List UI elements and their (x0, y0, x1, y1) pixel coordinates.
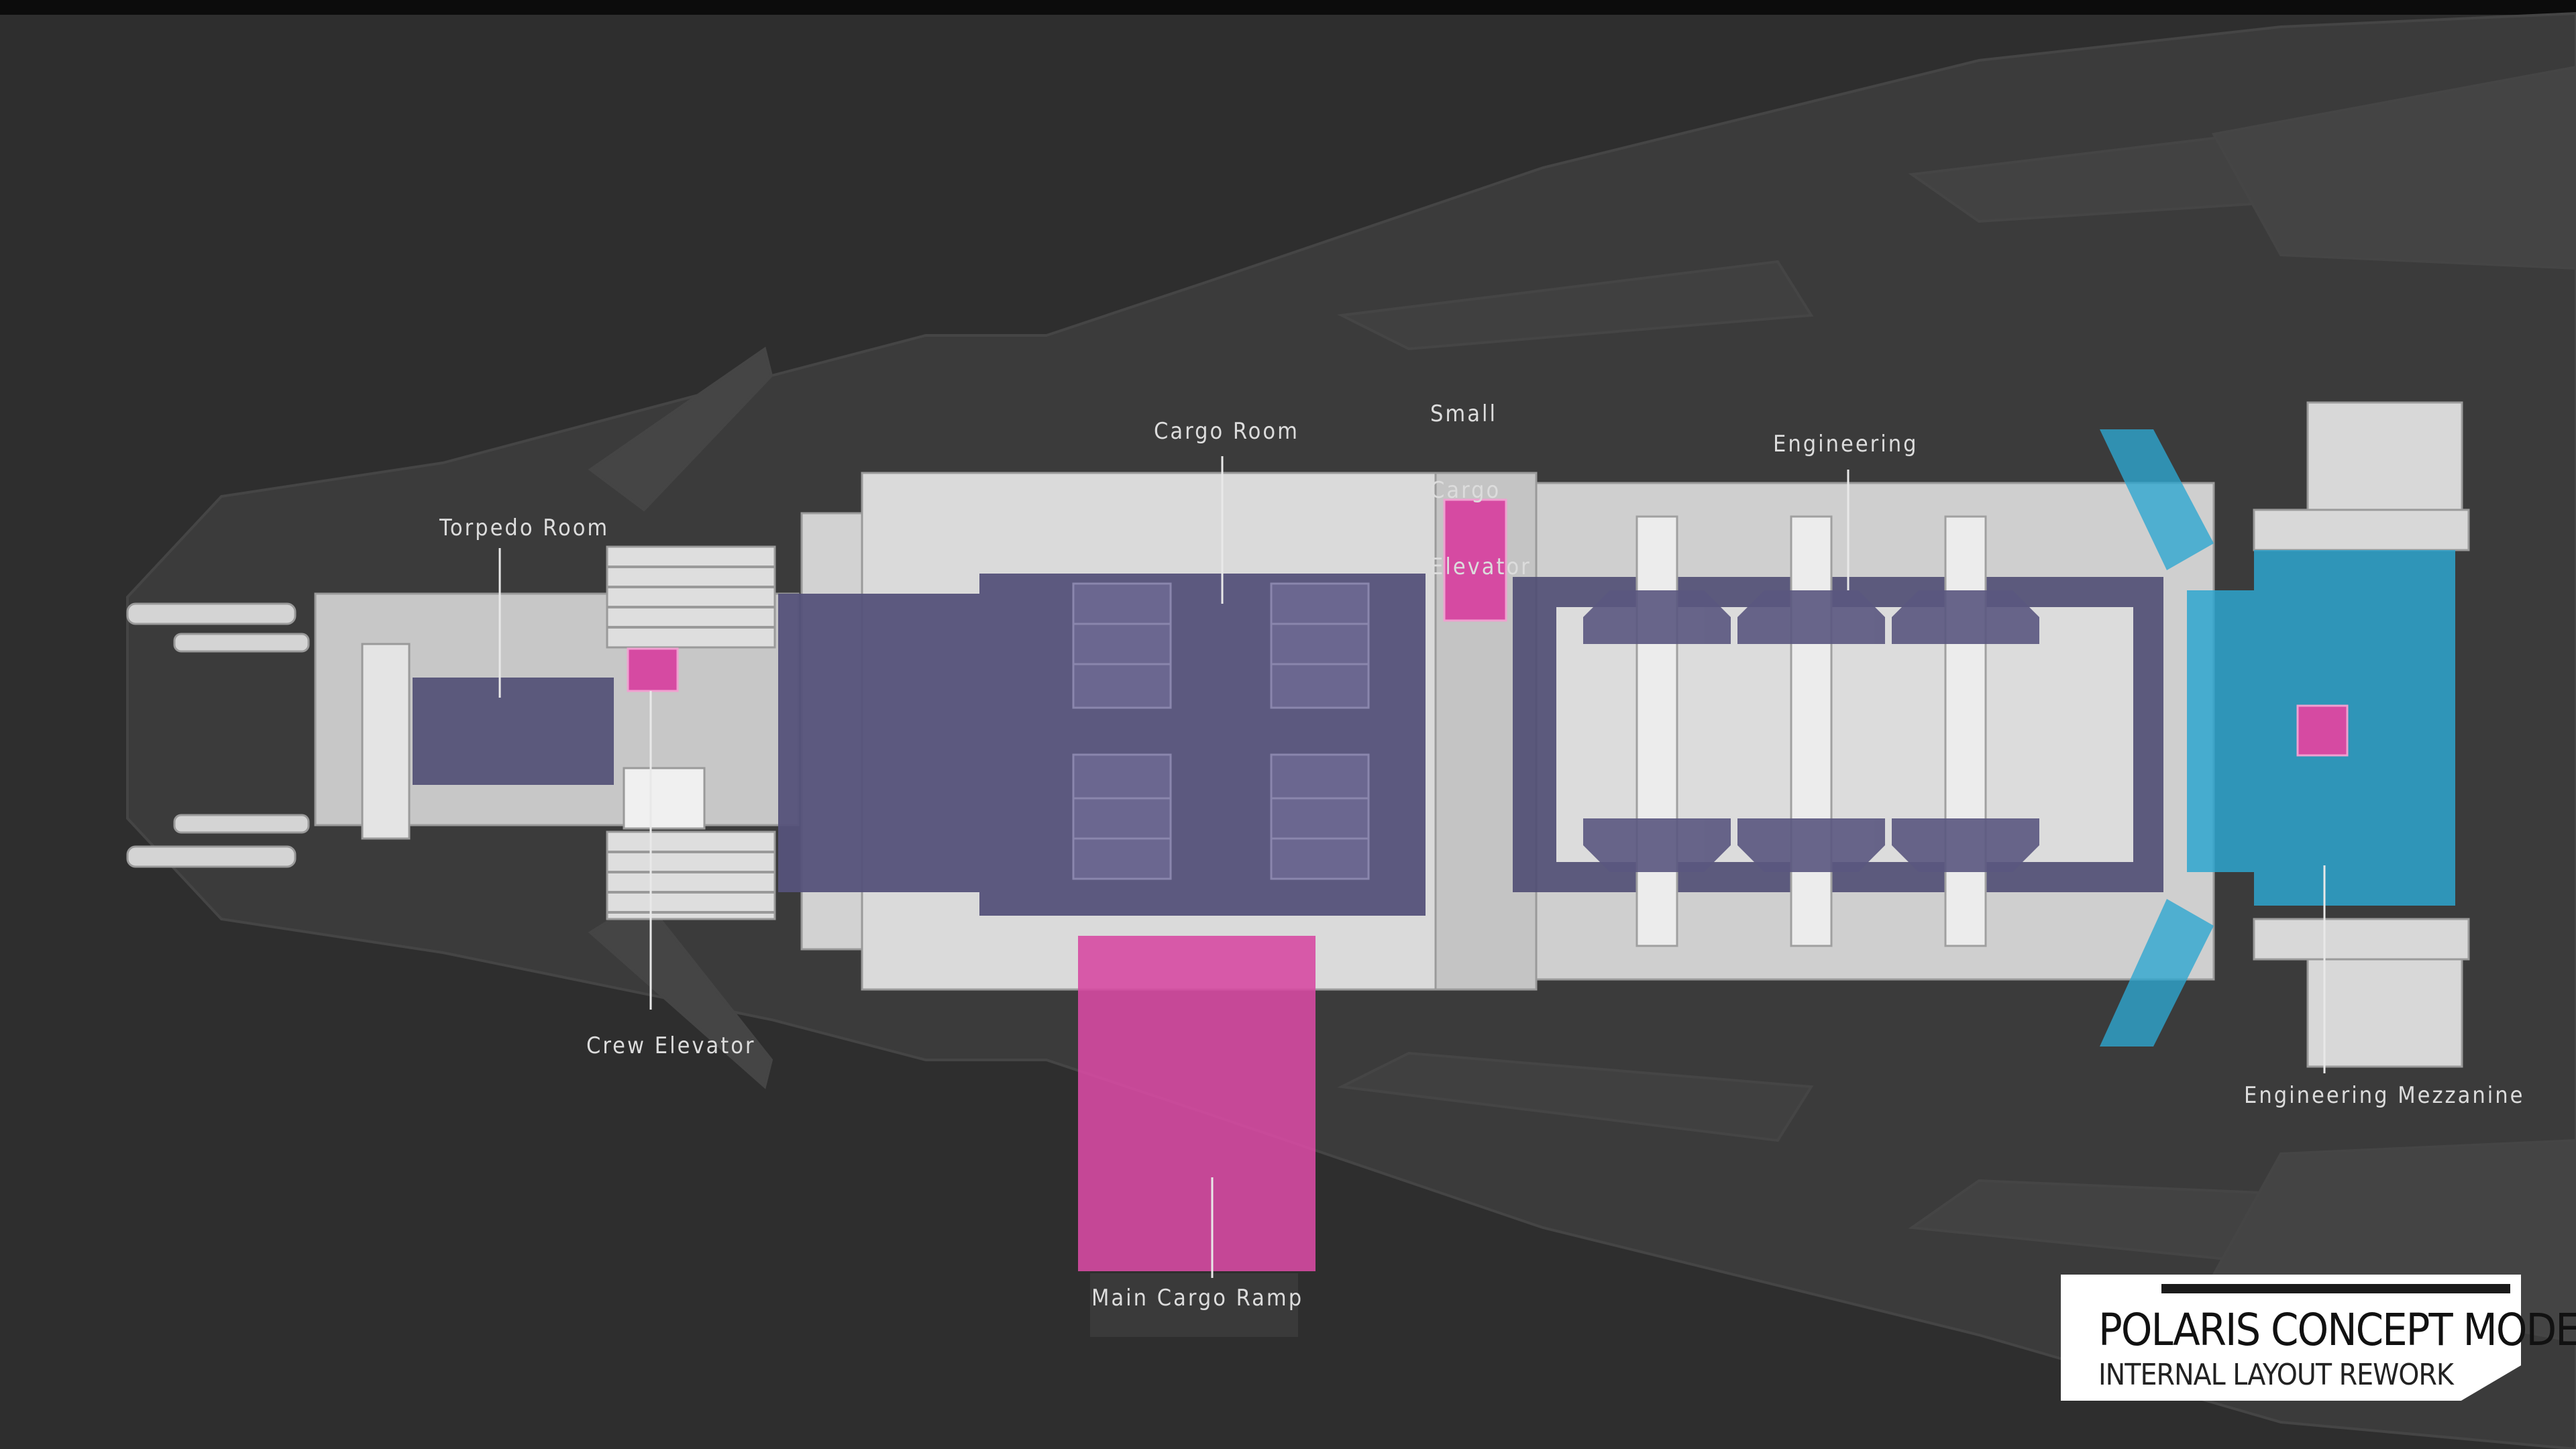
torpedo-room-area (413, 678, 614, 785)
title-plate-title: POLARIS CONCEPT MODEL (2098, 1304, 2576, 1356)
top-letterbox-bar (0, 0, 2576, 15)
engineering-label: Engineering (1773, 431, 1919, 458)
title-plate: POLARIS CONCEPT MODEL INTERNAL LAYOUT RE… (2061, 1275, 2576, 1401)
torpedo-room-label: Torpedo Room (439, 515, 610, 541)
title-plate-subtitle: INTERNAL LAYOUT REWORK (2098, 1358, 2454, 1392)
small-cargo-elevator-label-line2: Cargo (1430, 477, 1501, 504)
engineering-mezzanine-label: Engineering Mezzanine (2244, 1082, 2525, 1109)
crew-elevator-label: Crew Elevator (586, 1032, 756, 1059)
small-cargo-elevator-label-line1: Small (1430, 400, 1497, 427)
title-plate-frame (2061, 1275, 2521, 1401)
ramp-label-shadow (1090, 1273, 1298, 1337)
small-cargo-elevator-pad (1443, 498, 1507, 622)
main-cargo-ramp (1078, 936, 1316, 1271)
crew-elevator-pad (627, 647, 679, 692)
cargo-room-area (778, 574, 1426, 916)
small-cargo-elevator-label: Small Cargo Elevator (1430, 350, 1532, 631)
title-plate-bar (2161, 1284, 2510, 1293)
engineering-pillars (1635, 515, 1987, 947)
cargo-crate-dividers (1073, 623, 1368, 840)
nose-stripe-lines (607, 566, 775, 914)
engineering-octagons (1583, 590, 2039, 872)
mezzanine-elevator-pad (2296, 704, 2349, 757)
nose-structure (126, 545, 800, 920)
main-cargo-ramp-label: Main Cargo Ramp (1091, 1285, 1304, 1311)
cargo-room-label: Cargo Room (1154, 418, 1299, 445)
leader-lines (498, 456, 2326, 1278)
elevator-markers (627, 498, 2349, 757)
cargo-crates (1072, 582, 1370, 880)
small-cargo-elevator-label-line3: Elevator (1430, 553, 1532, 580)
mezzanine-diagonal-stairs (2100, 429, 2214, 1046)
